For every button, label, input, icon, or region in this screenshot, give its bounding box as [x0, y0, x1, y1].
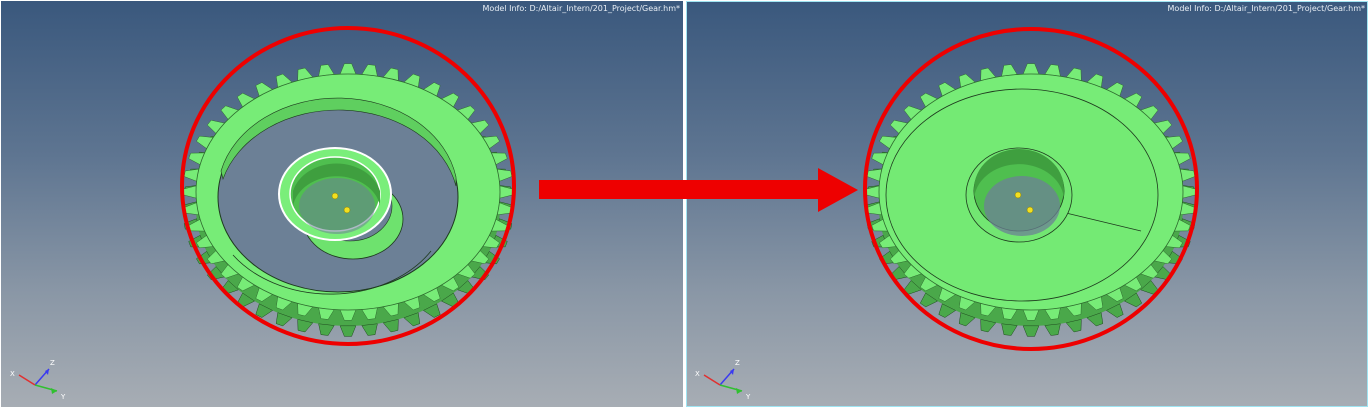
gear-tooth-side — [422, 303, 441, 318]
gear-tooth-side — [382, 319, 399, 333]
gear-tooth-side — [1001, 323, 1018, 336]
highlight-ellipse — [863, 27, 1199, 351]
gear-tooth — [1022, 63, 1040, 75]
axis-y-label: Y — [60, 393, 66, 401]
gear-tooth-side — [938, 303, 957, 318]
gear-model-after — [863, 27, 1199, 351]
gear-tooth-side — [980, 319, 997, 333]
axis-triad-icon: Z X Y — [695, 359, 751, 401]
model-info-label: Model Info: D:/Altair_Intern/201_Project… — [1167, 4, 1365, 13]
gear-tooth-side — [297, 319, 314, 333]
axis-y-label: Y — [745, 393, 751, 401]
gear-tooth-side — [1044, 323, 1061, 336]
gear-tooth-side — [318, 323, 335, 336]
axis-triad-icon: Z X Y — [10, 359, 66, 401]
gear-tooth — [339, 63, 357, 75]
axis-x-label: X — [10, 370, 15, 378]
gear-teeth-top — [865, 63, 1197, 321]
gear-tooth-side — [919, 292, 939, 308]
gear-tooth-side — [339, 325, 357, 337]
gear-tooth-side — [1105, 303, 1124, 318]
axis-z-label: Z — [735, 359, 740, 367]
gear-tooth-side — [1086, 312, 1104, 327]
highlight-ellipse — [180, 26, 516, 346]
gear-tooth-side — [255, 303, 274, 318]
gear-tooth-side — [1140, 280, 1159, 295]
gear-tooth-side — [403, 312, 421, 327]
axis-z-label: Z — [50, 359, 55, 367]
gear-tooth-side — [1123, 292, 1143, 308]
node-point — [331, 192, 339, 200]
rim-inner-wall — [220, 97, 457, 187]
hub-bore — [984, 176, 1060, 236]
gear-tooth-side — [1022, 325, 1040, 337]
axis-x-label: X — [695, 370, 700, 378]
node-point — [1026, 206, 1034, 214]
surface-seam — [1065, 212, 1142, 232]
gear-tooth-side — [275, 312, 293, 327]
gear-model-before — [180, 26, 516, 346]
graphics-viewport-before[interactable]: Model Info: D:/Altair_Intern/201_Project… — [1, 1, 683, 407]
gear-tooth-side — [361, 323, 378, 336]
graphics-viewport-after[interactable]: Model Info: D:/Altair_Intern/201_Project… — [686, 1, 1368, 407]
node-point — [343, 206, 351, 214]
gear-tooth-side — [958, 312, 976, 327]
model-info-label: Model Info: D:/Altair_Intern/201_Project… — [482, 4, 680, 13]
gear-tooth-side — [1065, 319, 1082, 333]
node-point — [1014, 191, 1022, 199]
